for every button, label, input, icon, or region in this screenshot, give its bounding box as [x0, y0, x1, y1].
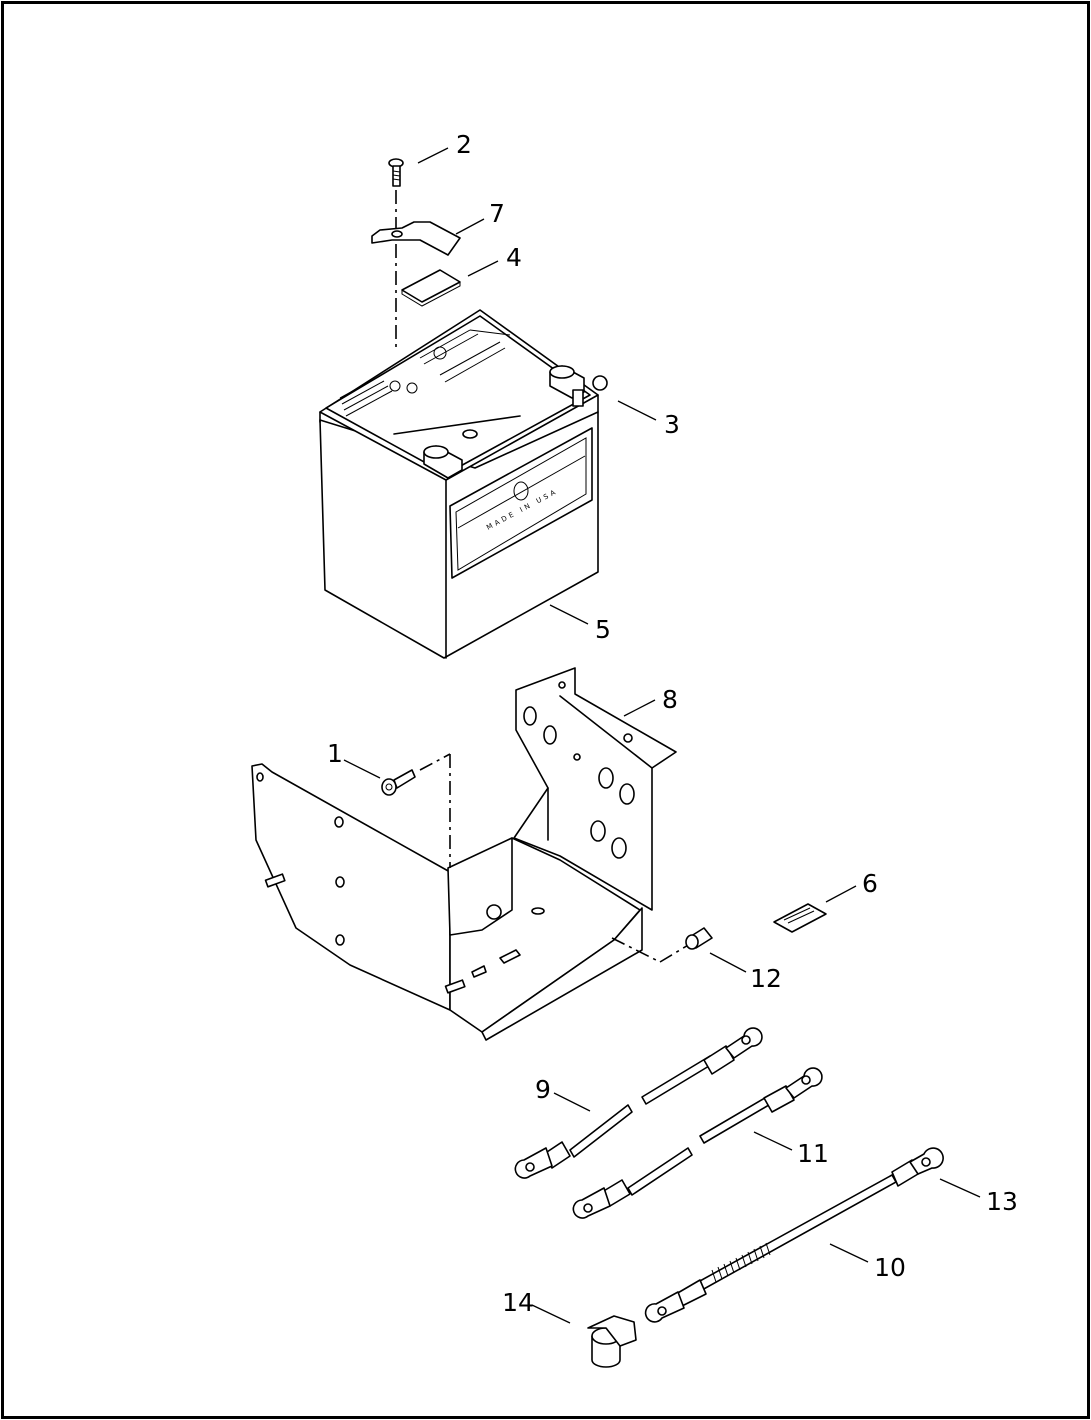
clamp-part-7	[371, 221, 461, 256]
battery-tray-part-8	[251, 667, 677, 1041]
ring-terminal-part-13	[891, 1147, 944, 1187]
cable-part-11	[572, 1067, 823, 1219]
screw-part-2	[388, 158, 404, 187]
callout-10: 10	[874, 1253, 906, 1282]
cable-part-9	[514, 1027, 763, 1179]
callout-4: 4	[506, 243, 522, 272]
label-part-6	[773, 903, 827, 933]
grommet-axis-line-2	[659, 943, 691, 963]
callout-labels: 1 2 3 4 5 6 7 8 9 10 11 12 13 14	[327, 130, 1018, 1317]
callout-11: 11	[797, 1139, 829, 1168]
pad-part-4	[401, 269, 461, 307]
screw-part-1	[381, 769, 416, 796]
callout-3: 3	[664, 410, 680, 439]
screw-axis-line	[419, 753, 451, 771]
callout-6: 6	[862, 869, 878, 898]
battery-part-5: MADE IN USA	[319, 309, 599, 659]
callout-7: 7	[489, 199, 505, 228]
callout-14: 14	[502, 1288, 534, 1317]
grommet-part-12	[685, 927, 713, 950]
callout-1: 1	[327, 739, 343, 768]
callout-2: 2	[456, 130, 472, 159]
leader-lines	[343, 147, 981, 1324]
terminal-boot-part-14	[587, 1315, 637, 1368]
grommet-axis-line	[611, 937, 661, 963]
terminal-bolt-part-3	[572, 375, 608, 407]
callout-9: 9	[535, 1075, 551, 1104]
callout-8: 8	[662, 685, 678, 714]
callout-13: 13	[986, 1187, 1018, 1216]
callout-12: 12	[750, 964, 782, 993]
cable-part-10	[644, 1174, 897, 1323]
callout-5: 5	[595, 615, 611, 644]
